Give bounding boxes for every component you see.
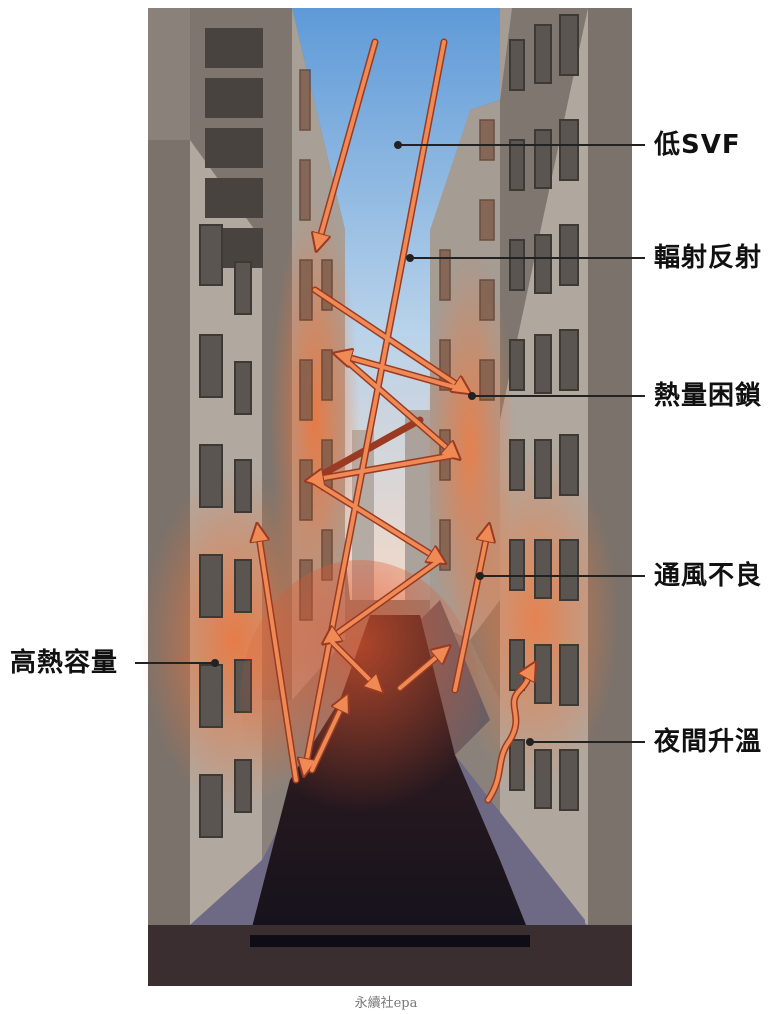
heat-glow bbox=[270, 200, 360, 640]
ground-base bbox=[148, 925, 632, 986]
label-poor-ventilation: 通風不良 bbox=[654, 561, 763, 591]
heat-glow bbox=[450, 450, 620, 790]
label-low-svf: 低SVF bbox=[654, 130, 741, 160]
street-edge bbox=[250, 935, 530, 947]
label-night-warming: 夜間升溫 bbox=[654, 727, 763, 757]
label-radiation-reflection: 輻射反射 bbox=[654, 243, 763, 273]
street-heat-glow bbox=[240, 560, 480, 840]
radiation-rays bbox=[258, 38, 532, 804]
label-high-heat-capacity: 高熱容量 bbox=[10, 648, 119, 678]
right-building bbox=[588, 8, 632, 940]
label-heat-trapping: 熱量困鎖 bbox=[654, 381, 763, 411]
left-building-windows bbox=[199, 224, 252, 838]
credit-watermark: 永續社epa bbox=[354, 996, 418, 1011]
leader-lines bbox=[135, 141, 645, 746]
right-building-windows bbox=[509, 14, 579, 811]
